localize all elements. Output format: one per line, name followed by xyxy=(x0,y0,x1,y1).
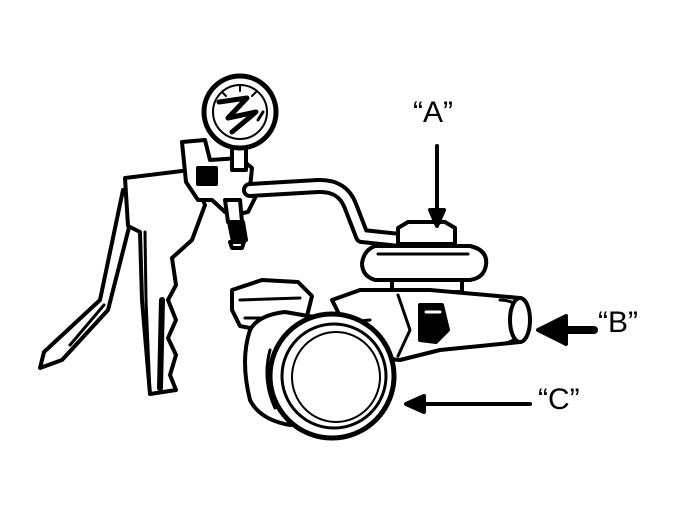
callout-label-a: “A” xyxy=(413,96,453,129)
vacuum-hose xyxy=(242,177,408,248)
thermostat-housing xyxy=(330,288,532,362)
callout-arrow-b xyxy=(536,314,598,346)
vacuum-gauge xyxy=(201,73,279,151)
callout-label-c: “C” xyxy=(538,383,580,416)
pump-lever xyxy=(38,188,139,370)
outlet-pipe xyxy=(243,310,397,441)
pump-grip xyxy=(123,168,207,396)
callout-arrow-a xyxy=(428,144,446,228)
callout-arrow-c xyxy=(404,394,532,414)
callout-label-b: “B” xyxy=(598,306,638,339)
